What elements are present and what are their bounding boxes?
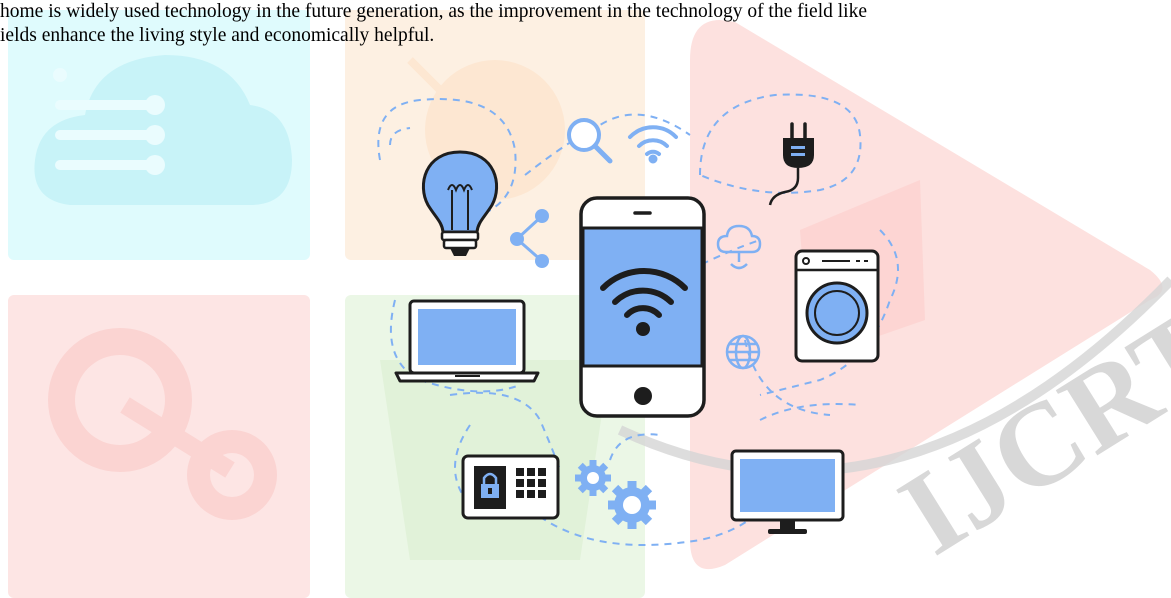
- body-paragraph: home is widely used technology in the fu…: [0, 0, 1171, 48]
- plug-icon: [768, 122, 814, 206]
- wifi-icon: [628, 125, 678, 164]
- monitor-icon: [730, 449, 845, 534]
- washing-machine-icon: [794, 249, 880, 363]
- globe-icon: [725, 334, 761, 370]
- paragraph-line-2: ields enhance the living style and econo…: [0, 25, 435, 46]
- magnifier-icon: [567, 118, 613, 164]
- lightbulb-icon: [421, 150, 499, 256]
- cloud-icon: [716, 224, 762, 270]
- watermark-swoosh: [617, 276, 1171, 477]
- laptop-icon: [394, 299, 540, 383]
- share-icon: [510, 209, 549, 268]
- smartphone-wifi-icon: [579, 196, 706, 418]
- paragraph-line-1: home is widely used technology in the fu…: [0, 1, 867, 22]
- watermark-tile-cloud: [8, 10, 310, 260]
- watermark-tile-gears: [8, 295, 310, 598]
- gears-icon: [575, 460, 656, 529]
- security-keypad-icon: [461, 454, 560, 520]
